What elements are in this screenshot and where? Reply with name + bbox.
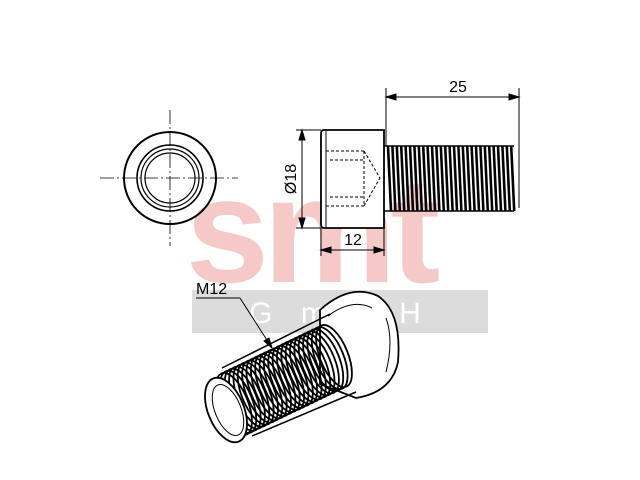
iso-thread-ridge <box>302 330 340 395</box>
thread-ridge <box>443 145 450 212</box>
iso-thread-shank <box>215 324 353 436</box>
iso-thread-ridge <box>258 351 297 416</box>
iso-thread-ridge <box>284 338 323 403</box>
iso-thread-ridge <box>245 357 284 422</box>
thread-ridge <box>465 145 472 212</box>
diameter-label: Ø18 <box>283 164 300 194</box>
length-arrow-left <box>384 93 397 101</box>
thread-ridge <box>395 145 402 212</box>
head-outline <box>320 129 385 229</box>
iso-shank-bottom-line <box>251 391 357 437</box>
iso-end-chamfer <box>211 383 245 437</box>
thread-ridge <box>439 145 446 212</box>
iso-thread-ridge <box>262 349 301 413</box>
thread-label: M12 <box>196 281 227 298</box>
head-arrow-left <box>319 246 332 254</box>
iso-thread-ridge <box>271 344 310 409</box>
thread-ridge <box>448 145 454 212</box>
iso-thread-ridge <box>297 332 336 397</box>
thread-ridge <box>457 145 463 212</box>
iso-thread-ridge <box>310 326 349 391</box>
iso-thread-ridge <box>289 336 327 401</box>
thread-ridge <box>452 145 459 212</box>
iso-end-face <box>204 376 248 444</box>
side-view <box>320 129 516 229</box>
thread-ridge <box>417 145 424 212</box>
thread-ridge <box>496 145 503 212</box>
diameter-arrow-bottom <box>298 217 306 230</box>
thread-ridge <box>421 145 428 212</box>
thread-ridge <box>492 145 498 212</box>
thread-ridge <box>391 145 397 212</box>
thread-ridge <box>501 145 507 212</box>
dimensions <box>196 88 521 350</box>
iso-thread-ridge <box>241 359 279 424</box>
iso-thread-ridge <box>306 328 345 393</box>
thread-ridge <box>505 145 512 212</box>
thread-ridge <box>399 145 406 212</box>
iso-head-chamfer <box>385 317 391 373</box>
head-arrow-right <box>373 246 386 254</box>
iso-head-edge <box>327 303 373 317</box>
socket-inner-circle <box>144 152 196 204</box>
isometric-view <box>204 290 400 444</box>
dimension-labels: 25 12 Ø18 M12 <box>196 79 467 298</box>
thread-shank <box>386 145 516 212</box>
iso-thread-ridge <box>249 355 288 420</box>
thread-ridge <box>435 145 441 212</box>
iso-thread-ridge <box>276 342 314 407</box>
iso-thread-ridge <box>236 361 275 426</box>
thread-ridge <box>474 145 481 212</box>
thread-ridge <box>408 145 415 212</box>
iso-shank-top-line <box>221 313 331 369</box>
iso-thread-ridge <box>267 347 306 411</box>
thread-ridge <box>461 145 468 212</box>
iso-head-outline <box>319 290 400 399</box>
iso-thread-ridge <box>293 334 332 399</box>
end-view <box>100 110 238 246</box>
socket-outer-circle <box>136 144 204 212</box>
iso-thread-ridge <box>254 353 292 418</box>
head-height-label: 12 <box>344 232 362 249</box>
socket-mid-circle <box>140 148 200 208</box>
diameter-arrow-top <box>298 128 306 141</box>
thread-ridge <box>404 145 410 212</box>
thread-ridge <box>483 145 490 212</box>
thread-ridge <box>386 145 393 212</box>
thread-ridge <box>509 145 516 212</box>
thread-ridge <box>413 145 419 212</box>
head-outer-circle <box>123 131 217 225</box>
length-arrow-right <box>508 93 521 101</box>
iso-thread-ridge <box>315 324 353 388</box>
thread-ridge <box>487 145 494 212</box>
length-label: 25 <box>449 79 467 96</box>
thread-ridge <box>426 145 432 212</box>
iso-thread-ridge <box>280 340 319 405</box>
hidden-socket <box>326 150 381 207</box>
thread-ridge <box>430 145 437 212</box>
thread-ridge <box>470 145 476 212</box>
thread-ridge <box>479 145 485 212</box>
